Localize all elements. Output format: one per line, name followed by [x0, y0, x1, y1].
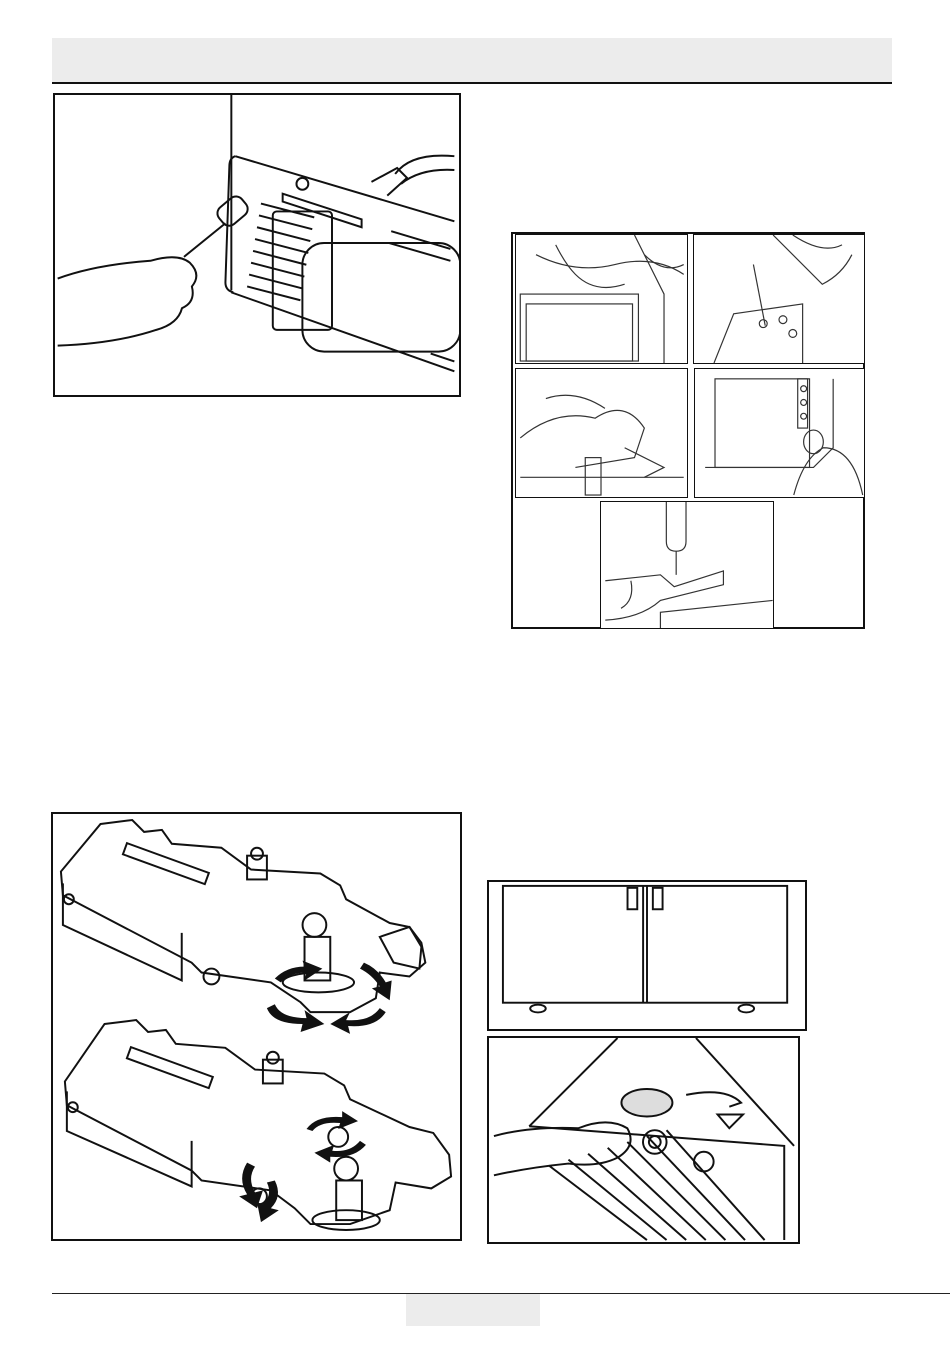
hinge-adjustment-illustration: [53, 814, 460, 1239]
step-photo-4: [694, 368, 865, 498]
step-photo-2: [693, 234, 865, 364]
step-3-illustration: [516, 369, 687, 497]
fridge-front-figure: [487, 880, 807, 1031]
step-photo-5: [600, 501, 774, 629]
foot-adjust-figure: [487, 1036, 800, 1244]
step-4-illustration: [695, 369, 864, 497]
page-number-tab: [406, 1294, 540, 1326]
screwdriver-back-panel-illustration: [55, 95, 459, 395]
leveling-foot-adjustment-illustration: [489, 1038, 798, 1242]
step-5-illustration: [601, 502, 773, 628]
screwdriver-panel-figure: [53, 93, 461, 397]
step-1-illustration: [516, 235, 687, 363]
door-steps-grid-figure: [511, 232, 865, 629]
step-2-illustration: [694, 235, 864, 363]
step-photo-1: [515, 234, 688, 364]
refrigerator-front-doors-illustration: [489, 882, 805, 1029]
page-header: [52, 38, 892, 84]
step-photo-3: [515, 368, 688, 498]
hinge-adjustment-figure: [51, 812, 462, 1241]
